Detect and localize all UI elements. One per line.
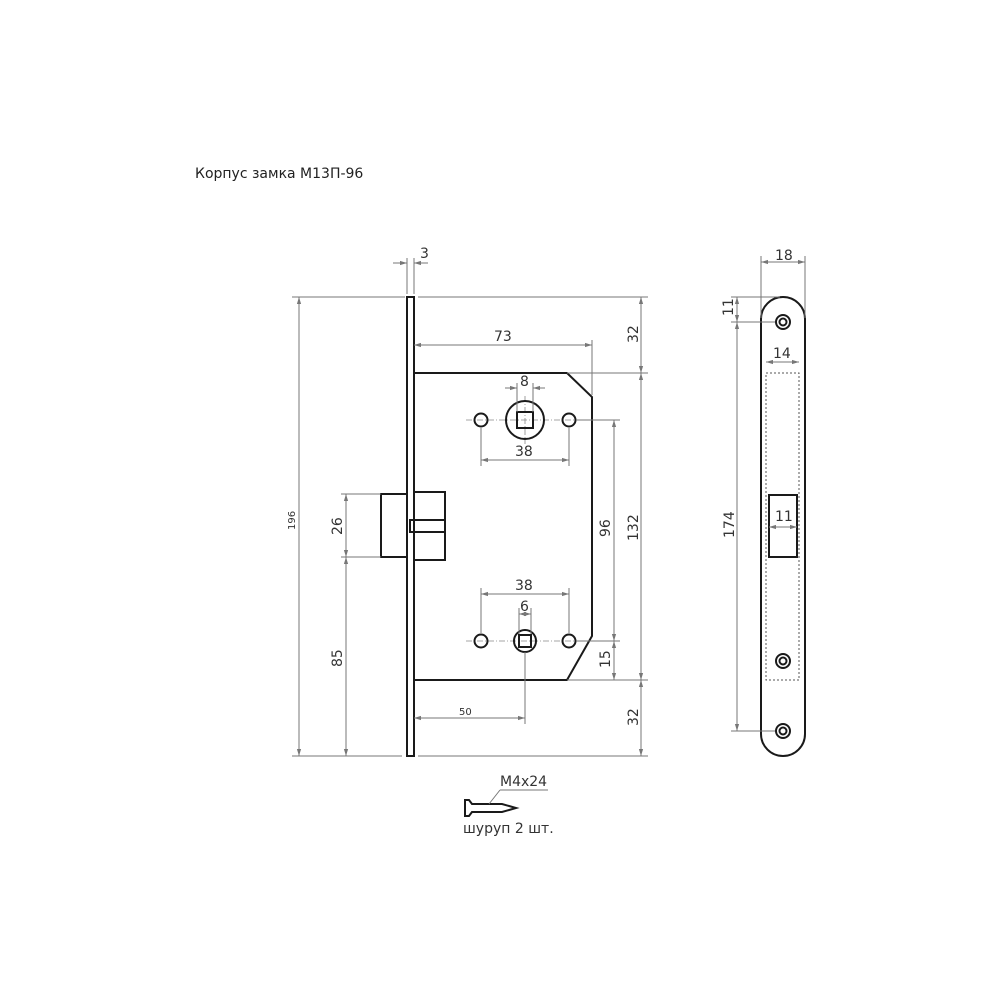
screw-quantity-note: шуруп 2 шт. xyxy=(463,821,554,837)
dim-latch-height: 26 xyxy=(330,517,346,535)
faceplate-strip xyxy=(760,296,806,757)
mount-hole xyxy=(561,412,577,428)
mount-hole xyxy=(473,412,489,428)
dim-bottom-hole-offset: 15 xyxy=(598,650,614,668)
dim-strip-width: 18 xyxy=(775,248,793,264)
dim-latch-from-bottom: 85 xyxy=(330,649,346,667)
dim-top-square: 8 xyxy=(520,374,529,390)
screw-icon xyxy=(464,799,520,817)
dim-center-distance: 96 xyxy=(598,519,614,537)
latch-bolt xyxy=(409,519,446,533)
dim-backset: 50 xyxy=(459,707,472,718)
dim-bottom-offset: 32 xyxy=(626,708,642,726)
dim-total-height: 196 xyxy=(287,511,298,530)
screw-illustration: M4x24 шуруп 2 шт. xyxy=(463,774,554,837)
dim-bottom-hole-spacing: 38 xyxy=(515,578,533,594)
spindle-hub xyxy=(505,400,545,440)
dim-strip-top-offset: 11 xyxy=(721,298,737,316)
latch-outer xyxy=(380,493,408,558)
mount-hole xyxy=(561,633,577,649)
mount-hole xyxy=(473,633,489,649)
dim-top-hole-spacing: 38 xyxy=(515,444,533,460)
dim-latch-window-width: 11 xyxy=(775,509,793,525)
dim-body-depth: 73 xyxy=(494,329,512,345)
drawing-title: Корпус замка М13П-96 xyxy=(195,166,363,182)
dim-bottom-square: 6 xyxy=(520,599,529,615)
faceplate-side-view: 18 11 174 14 11 xyxy=(721,248,806,757)
dim-body-height: 132 xyxy=(626,514,642,541)
dim-body-width: 14 xyxy=(773,346,791,362)
spindle-square xyxy=(516,411,534,429)
dim-top-offset: 32 xyxy=(626,325,642,343)
latch-inner xyxy=(413,491,446,561)
dimensions-front: 3 196 26 85 73 32 132 32 96 15 38 8 xyxy=(287,246,648,757)
screw-size-label: M4x24 xyxy=(500,774,547,790)
screw-hole xyxy=(775,653,791,669)
screw-hole xyxy=(775,314,791,330)
privacy-square xyxy=(518,634,532,648)
lock-case xyxy=(414,372,593,681)
lock-body-front-view xyxy=(380,296,593,757)
latch-window xyxy=(768,494,798,558)
hidden-body-outline xyxy=(765,372,800,681)
dim-strip-hole-spacing: 174 xyxy=(722,511,738,538)
screw-hole xyxy=(775,723,791,739)
dim-faceplate-thickness: 3 xyxy=(420,246,429,262)
